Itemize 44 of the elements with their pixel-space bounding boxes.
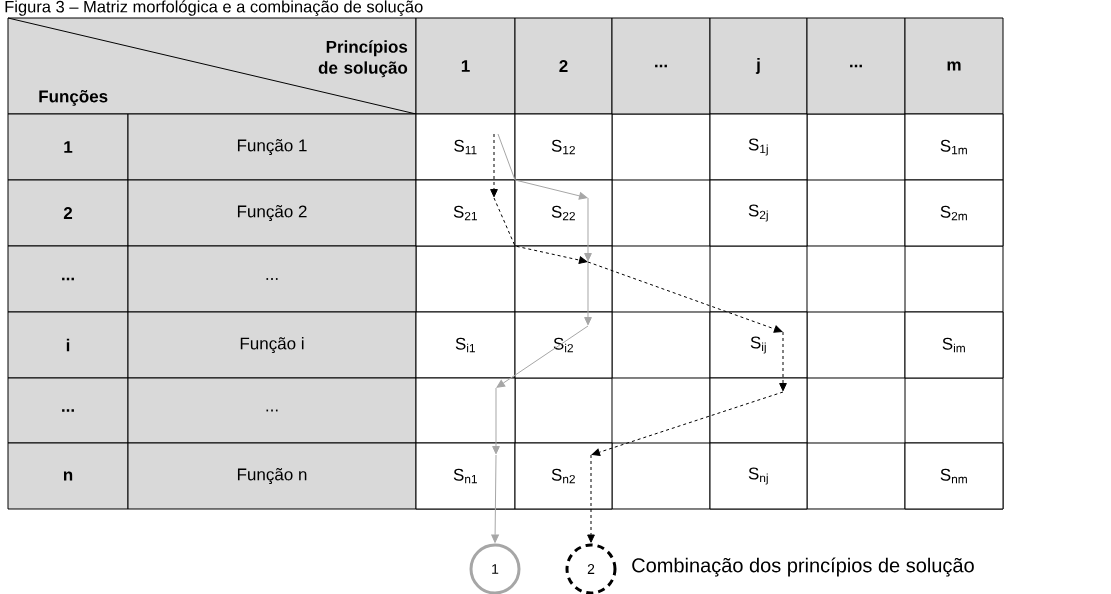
empty-cell bbox=[709, 377, 808, 444]
arrow bbox=[491, 454, 499, 543]
matrix-cell: S$_{2j}$ bbox=[709, 179, 808, 247]
empty-cell bbox=[514, 245, 613, 313]
header-cell: ... bbox=[806, 17, 906, 115]
matrix-cell: S$_{nj}$ bbox=[709, 442, 808, 510]
matrix-cell: S$_{12}$ bbox=[514, 113, 613, 181]
matrix-cell: S$_{n2}$ bbox=[514, 442, 613, 510]
header-cell: j bbox=[709, 17, 808, 115]
arrow bbox=[496, 325, 589, 388]
matrix-cell: S$_{2m}$ bbox=[904, 179, 1004, 247]
arrow bbox=[587, 454, 595, 543]
matrix-cell: S$_{1j}$ bbox=[709, 113, 808, 181]
header-cell: 2 bbox=[514, 17, 613, 115]
arrow bbox=[587, 261, 783, 333]
matrix-cell: S$_{n1}$ bbox=[415, 442, 516, 510]
matrix-cell: S$_{nm}$ bbox=[904, 442, 1004, 510]
arrow bbox=[490, 133, 498, 198]
arrow bbox=[779, 331, 787, 392]
header-cell: ... bbox=[611, 17, 711, 115]
header-cell: m bbox=[904, 17, 1004, 115]
matrix-cell: S$_{ij}$ bbox=[709, 311, 808, 379]
matrix-cell: S$_{im}$ bbox=[904, 311, 1004, 379]
title: Figura 3 – Matriz morfológica e a combinação de solução bbox=[5, 0, 423, 16]
row-number-cell: ... bbox=[7, 245, 129, 313]
arrow bbox=[492, 387, 500, 455]
matrix-cell: S$_{1m}$ bbox=[904, 113, 1004, 181]
matrix-cell: S$_{22}$ bbox=[514, 179, 613, 247]
arrow bbox=[493, 197, 588, 264]
row-number-cell: ... bbox=[7, 377, 129, 444]
matrix-cell: S$_{21}$ bbox=[415, 179, 516, 247]
row-number-cell: i bbox=[7, 311, 129, 379]
matrix-cell: S$_{i2}$ bbox=[514, 311, 613, 379]
arrow bbox=[584, 197, 592, 262]
arrow bbox=[591, 391, 784, 457]
arrow bbox=[497, 133, 588, 200]
row-number-cell: 1 bbox=[7, 113, 129, 181]
row-number-cell: n bbox=[7, 442, 129, 510]
row-number-cell: 2 bbox=[7, 179, 129, 247]
header-cell: 1 bbox=[415, 17, 516, 115]
arrow bbox=[584, 261, 592, 326]
matrix-cell: S$_{i1}$ bbox=[415, 311, 516, 379]
matrix-cell: S$_{11}$ bbox=[415, 113, 516, 181]
legend-text: Combinação dos princípios de solução bbox=[632, 557, 974, 577]
